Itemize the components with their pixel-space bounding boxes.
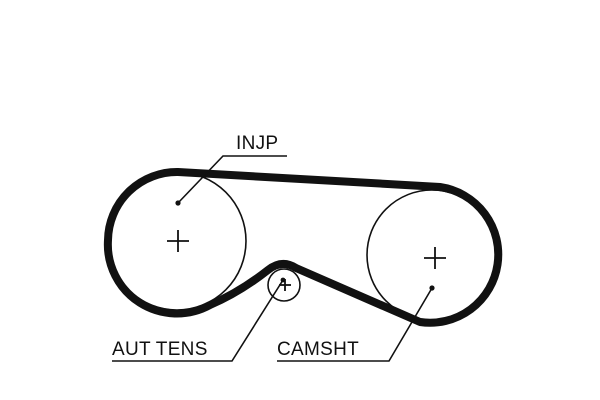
tensioner-leader-line xyxy=(112,279,284,362)
camshaft-center-mark xyxy=(424,247,446,269)
timing-belt xyxy=(103,167,503,327)
camshaft-leader-line xyxy=(277,287,433,362)
auto-tensioner-label: AUT TENS xyxy=(112,339,208,360)
camshaft-label: CAMSHT xyxy=(277,339,359,360)
injection-pump-center-mark xyxy=(167,230,189,252)
injection-pump-label: INJP xyxy=(236,133,278,154)
injection-pump-leader-line xyxy=(177,155,287,204)
